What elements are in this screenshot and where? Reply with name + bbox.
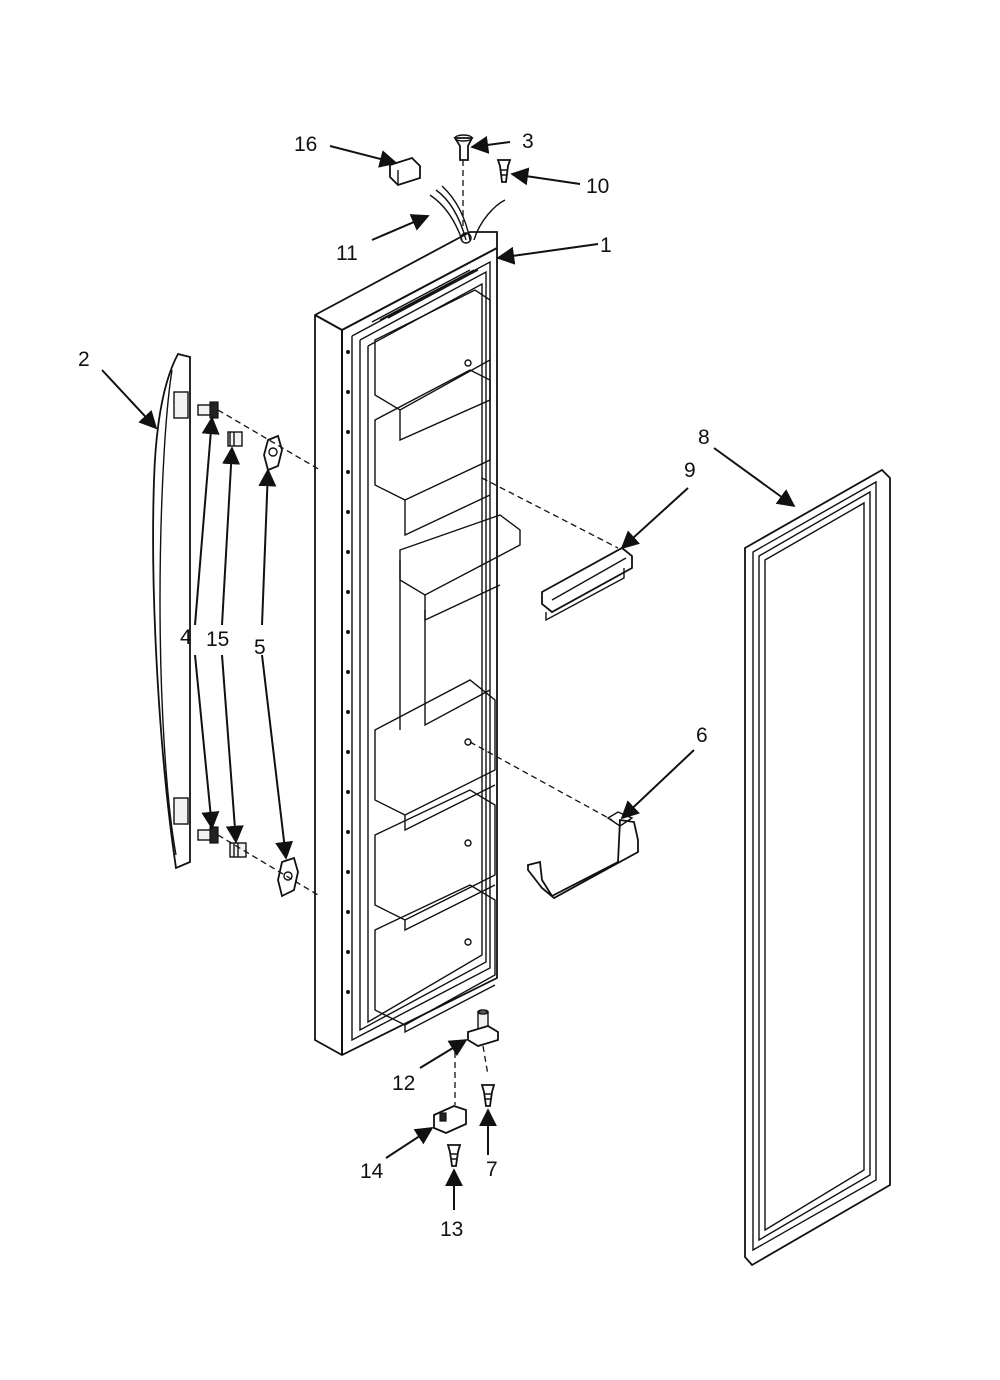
callout-4: 4 (180, 626, 192, 649)
callout-8: 8 (698, 426, 710, 449)
callout-9: 9 (684, 459, 696, 482)
screw-part-13 (446, 1144, 462, 1167)
screw-part-7 (480, 1084, 496, 1107)
callout-leaders (101, 135, 796, 1210)
handle-clip-upper (263, 434, 283, 472)
callout-15: 15 (206, 628, 229, 651)
hinge-bracket-part-14 (433, 1105, 467, 1134)
callout-5: 5 (254, 636, 266, 659)
callout-3: 3 (522, 130, 534, 153)
callout-7: 7 (486, 1158, 498, 1181)
callout-6: 6 (696, 724, 708, 747)
callout-13: 13 (440, 1218, 463, 1241)
upper-handle-hardware (197, 401, 321, 472)
door-gasket (744, 468, 891, 1267)
spacer-upper (227, 431, 243, 447)
callout-16: 16 (294, 133, 317, 156)
callout-14: 14 (360, 1160, 384, 1183)
callout-10: 10 (586, 175, 609, 198)
callout-12: 12 (392, 1072, 415, 1095)
screw-part-10 (496, 159, 512, 183)
spacer-lower (229, 842, 247, 858)
trim-rail-part-9 (481, 477, 633, 622)
shoulder-stud-lower (197, 826, 219, 844)
callout-11: 11 (336, 242, 358, 265)
hinge-pin-part-12 (467, 1009, 499, 1047)
freezer-door (314, 231, 521, 1057)
door-handle (152, 352, 191, 870)
door-liner-bins (374, 289, 521, 1034)
callout-2: 2 (78, 348, 90, 371)
lower-handle-hardware (197, 826, 319, 898)
plug-part-3 (453, 134, 474, 161)
door-screw-dots (346, 350, 350, 994)
callout-labels: 1 2 3 4 5 6 7 8 9 10 11 12 13 14 15 16 (78, 130, 710, 1241)
bottom-hinge-parts (433, 1009, 499, 1167)
shoulder-stud-upper (197, 401, 219, 419)
top-parts (389, 134, 512, 244)
callout-1: 1 (600, 234, 612, 257)
wire-harness-part-11 (429, 185, 506, 244)
